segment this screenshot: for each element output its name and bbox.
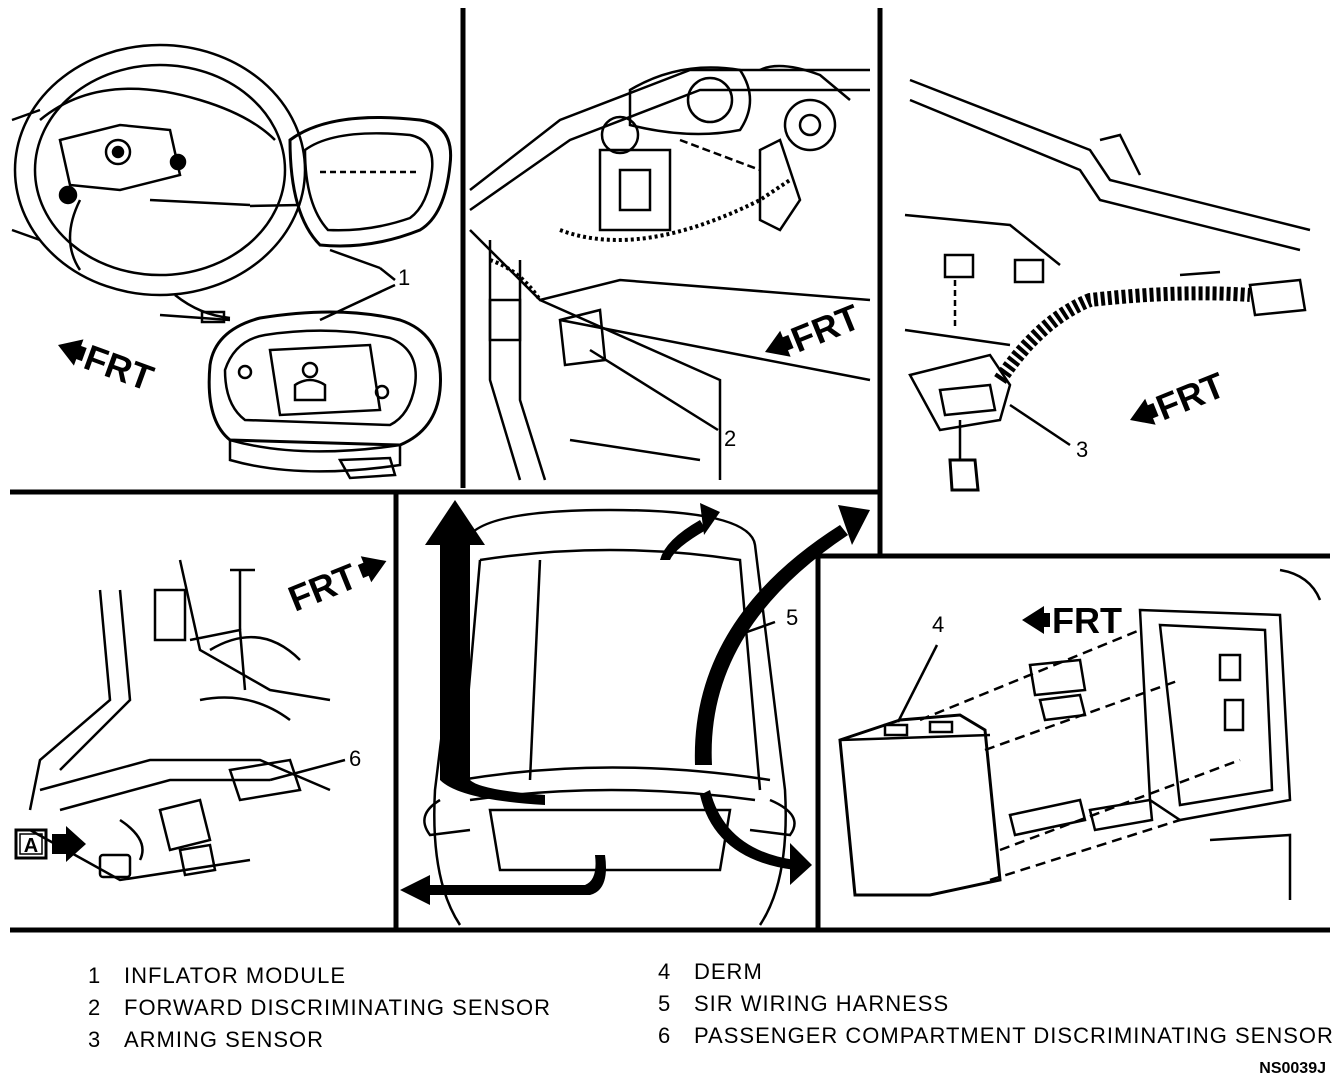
frt-arrow-panel-3: FRT <box>1130 364 1231 428</box>
callout-5: 5 <box>786 605 798 630</box>
legend-item: 2 FORWARD DISCRIMINATING SENSOR <box>88 992 551 1024</box>
panel-derm <box>838 568 1322 900</box>
svg-text:A: A <box>24 835 38 857</box>
legend-item: 5 SIR WIRING HARNESS <box>658 988 1334 1020</box>
legend-label: FORWARD DISCRIMINATING SENSOR <box>124 995 552 1020</box>
legend-number: 5 <box>658 991 672 1016</box>
svg-text:FRT: FRT <box>1052 600 1122 641</box>
callout-leader-3 <box>1009 403 1071 447</box>
callout-4: 4 <box>932 612 944 637</box>
callout-1: 1 <box>398 265 410 290</box>
svg-text:FRT: FRT <box>785 296 865 360</box>
legend-item: 4 DERM <box>658 956 1334 988</box>
svg-text:FRT: FRT <box>1150 364 1230 428</box>
arming-sensor-drawing <box>904 78 1311 492</box>
panel-frame <box>10 8 1330 933</box>
legend-item: 3 ARMING SENSOR <box>88 1024 551 1056</box>
callout-leader-6 <box>269 758 346 782</box>
callout-6: 6 <box>349 746 361 771</box>
panel-arming-sensor <box>904 78 1311 492</box>
legend-label: INFLATOR MODULE <box>124 963 346 988</box>
svg-text:FRT: FRT <box>79 336 159 398</box>
callout-2: 2 <box>724 426 736 451</box>
legend-number: 1 <box>88 963 102 988</box>
panel-forward-sensor <box>469 64 871 481</box>
panel-passenger-sensor <box>28 559 346 882</box>
inflator-module-drawing <box>159 294 442 480</box>
legend-number: 4 <box>658 959 672 984</box>
legend-label: PASSENGER COMPARTMENT DISCRIMINATING SEN… <box>694 1023 1334 1048</box>
module-cover-drawing <box>249 116 453 248</box>
panel-wiring-harness <box>400 500 870 926</box>
panel-inflator-module <box>11 43 453 480</box>
legend-item: 1 INFLATOR MODULE <box>88 960 551 992</box>
derm-module-drawing <box>838 568 1322 900</box>
vehicle-top-view-drawing <box>423 508 796 926</box>
legend-number: 6 <box>658 1023 672 1048</box>
frt-arrow-panel-4: FRT <box>1022 600 1122 641</box>
legend-label: SIR WIRING HARNESS <box>694 991 950 1016</box>
engine-compartment-drawing <box>469 64 871 481</box>
legend-right: 4 DERM 5 SIR WIRING HARNESS 6 PASSENGER … <box>658 956 1334 1052</box>
frt-arrow-panel-1: FRT <box>58 336 159 399</box>
callout-leader-5 <box>729 620 776 640</box>
callout-leader-4 <box>896 644 939 723</box>
frt-arrow-panel-6: FRT <box>283 555 387 619</box>
legend-label: DERM <box>694 959 763 984</box>
legend-left: 1 INFLATOR MODULE 2 FORWARD DISCRIMINATI… <box>88 960 551 1056</box>
view-a-marker: A <box>14 826 86 862</box>
figure-code: NS0039J <box>1259 1060 1326 1077</box>
callout-leader-1 <box>319 248 396 322</box>
steering-wheel-drawing <box>11 43 307 297</box>
callout-leader-2 <box>589 348 719 432</box>
legend-number: 2 <box>88 995 102 1020</box>
passenger-compartment-drawing <box>28 559 331 882</box>
harness-route-arrows <box>400 500 870 905</box>
legend-label: ARMING SENSOR <box>124 1027 325 1052</box>
legend-item: 6 PASSENGER COMPARTMENT DISCRIMINATING S… <box>658 1020 1334 1052</box>
callout-3: 3 <box>1076 437 1088 462</box>
legend-number: 3 <box>88 1027 102 1052</box>
svg-text:FRT: FRT <box>283 555 363 619</box>
